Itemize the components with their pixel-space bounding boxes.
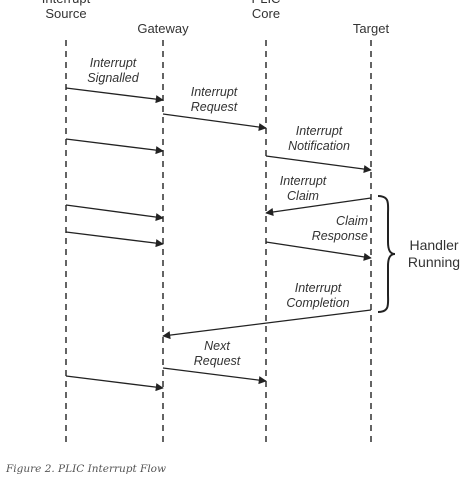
message-arrow-6 xyxy=(65,204,164,222)
core-header: PLICCore xyxy=(252,0,281,21)
message-label-line: Claim xyxy=(336,214,368,228)
message-arrow-5 xyxy=(265,197,372,216)
figure-caption: Figure 2. PLIC Interrupt Flow xyxy=(6,463,166,475)
message-label-line: Request xyxy=(191,100,238,114)
core-header-line: PLIC xyxy=(252,0,281,6)
message-label-line: Notification xyxy=(288,139,350,153)
message-label-line: Request xyxy=(194,354,241,368)
plic-sequence-diagram: InterruptSourceGatewayPLICCoreTarget Int… xyxy=(42,0,460,447)
message-arrow-2 xyxy=(162,113,267,131)
message-label-line: Claim xyxy=(287,189,319,203)
message-label-line: Interrupt xyxy=(295,281,342,295)
message-arrow-4 xyxy=(265,155,372,174)
handler-running-label-line: Handler xyxy=(409,237,458,253)
gateway-header-line: Gateway xyxy=(137,21,189,36)
gateway-header: Gateway xyxy=(137,21,189,36)
message-label-line: Signalled xyxy=(87,71,139,85)
message-label-line: Completion xyxy=(286,296,349,310)
message-label-line: Response xyxy=(312,229,368,243)
message-arrow-10 xyxy=(162,367,267,385)
message-label-line: Interrupt xyxy=(90,56,137,70)
message-arrow-1 xyxy=(65,87,164,104)
message-arrow-7 xyxy=(65,231,164,248)
handler-running-brace xyxy=(377,195,396,313)
target-header: Target xyxy=(353,21,390,36)
source-header-line: Source xyxy=(45,6,86,21)
message-label-line: Interrupt xyxy=(296,124,343,138)
message-label-line: Interrupt xyxy=(191,85,238,99)
message-label-line: Interrupt xyxy=(280,174,327,188)
target-header-line: Target xyxy=(353,21,390,36)
message-arrow-3 xyxy=(65,138,164,155)
message-label-line: Next xyxy=(204,339,230,353)
source-header-line: Interrupt xyxy=(42,0,91,6)
source-header: InterruptSource xyxy=(42,0,91,21)
handler-running-label-line: Running xyxy=(408,254,460,270)
message-arrow-9 xyxy=(162,309,372,340)
core-header-line: Core xyxy=(252,6,280,21)
message-arrow-8 xyxy=(265,241,372,261)
message-arrow-11 xyxy=(65,375,164,392)
